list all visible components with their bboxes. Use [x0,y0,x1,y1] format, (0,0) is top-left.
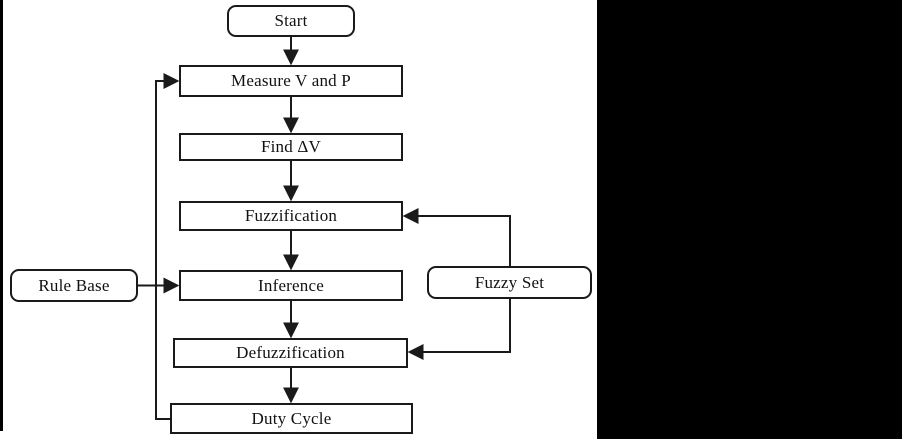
node-measure-v-and-p: Measure V and P [179,65,403,97]
node-defuzzification-label: Defuzzification [236,343,345,362]
node-defuzzification: Defuzzification [173,338,408,368]
connector-fuzzyset-defuzzification [407,299,511,360]
right-black-mask [597,0,902,439]
connector-dutycycle-measure-feedback [155,73,180,420]
node-duty-cycle-label: Duty Cycle [251,408,332,428]
node-rule-base-label: Rule Base [38,275,110,295]
node-start: Start [227,5,355,37]
node-fuzzification: Fuzzification [179,201,403,231]
node-inference-label: Inference [258,275,324,295]
node-find-delta-v: Find ΔV [179,133,403,161]
node-start-label: Start [274,11,308,30]
node-measure-label: Measure V and P [231,71,351,90]
node-rule-base: Rule Base [10,269,138,302]
left-black-strip [0,0,3,431]
connector-fuzzyset-fuzzification [402,208,511,266]
node-inference: Inference [179,270,403,301]
node-fuzzy-set-label: Fuzzy Set [474,272,545,292]
node-find-dv-label: Find ΔV [260,137,322,156]
node-duty-cycle: Duty Cycle [170,403,413,434]
node-fuzzy-set: Fuzzy Set [427,266,592,299]
node-fuzzification-label: Fuzzification [244,206,338,225]
